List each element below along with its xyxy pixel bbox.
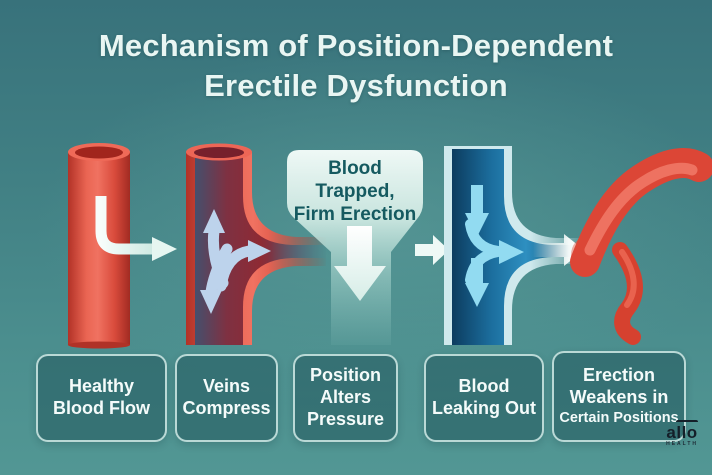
stage-box-position-alters-pressure: Position Alters Pressure	[293, 354, 398, 442]
stage-label: Blood Leaking Out	[431, 376, 536, 418]
stage-label: Erection Weakens in	[569, 365, 669, 408]
pressure-down-arrow	[334, 226, 386, 301]
allo-health-logo: allo HEALTH	[666, 420, 698, 447]
brand-tagline: HEALTH	[666, 441, 698, 447]
page-title: Mechanism of Position-Dependent Erectile…	[0, 26, 712, 105]
stage-label: Position Alters Pressure	[306, 365, 385, 429]
stage-box-healthy-blood-flow: Healthy Blood Flow	[36, 354, 167, 442]
transition-arrow-3-4	[415, 235, 449, 265]
weakened-bent-vessel-icon	[570, 148, 712, 345]
stage-sublabel: Certain Positions	[559, 410, 679, 427]
flow-arrow-shaft	[95, 196, 153, 255]
stage-box-veins-compress: Veins Compress	[175, 354, 278, 442]
pressure-callout-arrow-icon	[287, 150, 423, 345]
stage-label: Healthy Blood Flow	[53, 376, 150, 418]
stage-box-blood-leaking-out: Blood Leaking Out	[424, 354, 544, 442]
compressed-vein-vessel-icon	[186, 143, 326, 345]
stage-label: Veins Compress	[182, 376, 271, 418]
stage-box-erection-weakens: Erection Weakens in Certain Positions	[552, 351, 686, 442]
leak-arrows	[465, 185, 524, 307]
page-title-line1: Mechanism of Position-Dependent	[98, 28, 614, 63]
callout-label: Blood Trapped, Firm Erection	[293, 158, 417, 226]
leaking-vein-vessel-icon	[444, 146, 586, 345]
brand-name: allo	[666, 420, 698, 442]
healthy-artery-vessel-icon	[68, 143, 177, 349]
compress-arrows	[200, 209, 271, 314]
page-title-line2: Erectile Dysfunction	[204, 67, 508, 103]
flow-arrow-head	[152, 237, 177, 261]
